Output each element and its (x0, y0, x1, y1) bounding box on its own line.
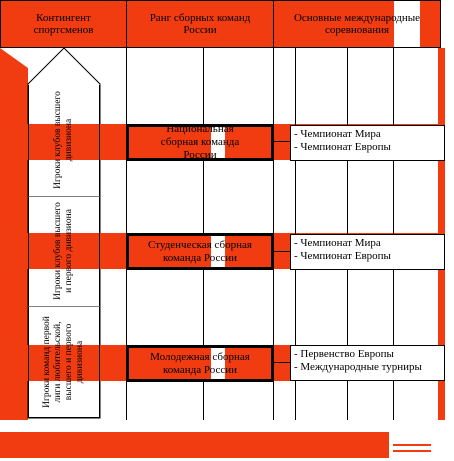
connector-3 (274, 362, 290, 363)
competition-item: - Чемпионат Мира (294, 237, 381, 249)
bottom-double-line (393, 450, 431, 452)
connector-2 (274, 251, 290, 252)
athlete-cell-1 (28, 85, 100, 196)
bottom-bar-decoration (0, 432, 389, 458)
competitions-box-youth: - Первенство Европы - Международные турн… (290, 345, 445, 381)
athlete-label-1: Игроки клубов высшего дивизиона (53, 91, 74, 189)
team-box-national: Национальная сборная команда России (126, 123, 274, 161)
team-box-youth: Молодежная сборная команда России (126, 345, 274, 382)
competition-item: - Чемпионат Европы (294, 250, 391, 262)
team-box-student: Студенческая сборная команда России (126, 233, 274, 270)
header-competitions: Основные международные соревнования (273, 0, 441, 48)
competitions-box-student: - Чемпионат Мира - Чемпионат Европы (290, 234, 445, 270)
header-competitions-label: Основные международные соревнования (293, 12, 421, 36)
athlete-label-2: Игроки клубов высшего и первого дивизион… (53, 202, 74, 300)
connector-1 (274, 141, 290, 142)
competition-item: - Международные турниры (294, 361, 422, 373)
athlete-cell-3 (28, 307, 100, 418)
competition-item: - Чемпионат Мира (294, 128, 381, 140)
bottom-double-line (393, 444, 431, 446)
competitions-box-national: - Чемпионат Мира - Чемпионат Европы (290, 125, 445, 161)
competition-item: - Чемпионат Европы (294, 141, 391, 153)
header-row: Контингент спортсменов Ранг сборных кома… (0, 0, 441, 48)
athlete-cell-2 (28, 197, 100, 306)
competition-item: - Первенство Европы (294, 348, 394, 360)
athlete-label-3: Игроки команд первой лиги любительской, … (42, 316, 85, 408)
header-athletes: Контингент спортсменов (0, 0, 127, 48)
